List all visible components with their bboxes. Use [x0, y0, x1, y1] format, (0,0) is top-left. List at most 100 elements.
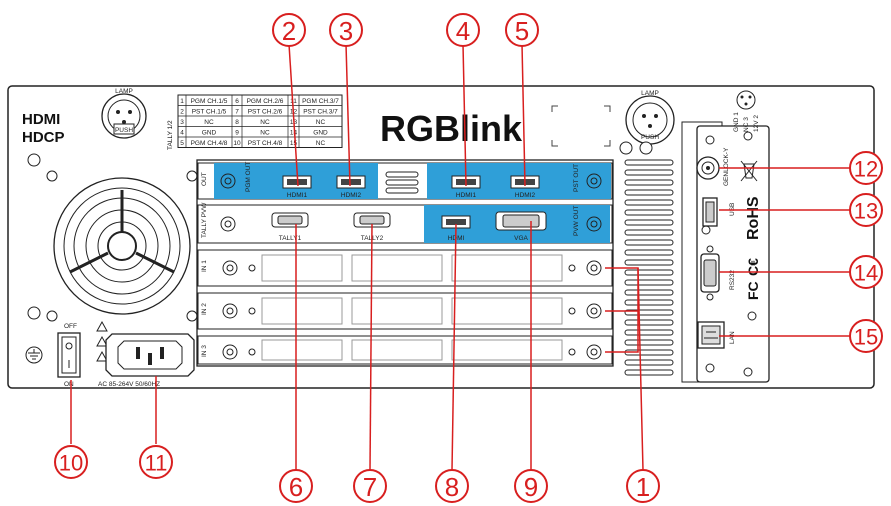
tally-table-cell: NC	[260, 129, 270, 136]
usb-port[interactable]	[702, 197, 718, 227]
callout-circle	[353, 469, 387, 503]
tally-table-cell: 5	[180, 140, 184, 147]
rs232-port[interactable]	[700, 245, 720, 301]
callout-circle	[849, 193, 883, 227]
pgm-out-label: PGM OUT	[245, 162, 252, 192]
vent-slots	[385, 171, 419, 194]
hdcp-logo: HDCP	[22, 129, 65, 146]
callout-number: 6	[289, 472, 303, 502]
preview-tally-card: TALLY PVW TALLY1 TALLY2 HDMI VGA PVW OUT	[197, 202, 613, 244]
tally-table-cell: 1	[180, 98, 184, 105]
rs232-label: RS232	[729, 270, 736, 290]
tally-table-cell: PGM CH.4/8	[191, 140, 228, 147]
tally-table-cell: PST CH.2/6	[248, 108, 283, 115]
leader-lines	[70, 43, 850, 471]
in1-label: IN 1	[201, 260, 208, 272]
callout-circle	[435, 469, 469, 503]
vent-slot	[624, 279, 674, 286]
power-section: OFF ON AC 85-264V 50/60HZ	[25, 320, 195, 388]
callout-number: 1	[636, 472, 650, 502]
in2-label: IN 2	[201, 303, 208, 315]
vent-slot	[624, 329, 674, 336]
tally-table-cell: 11	[290, 98, 297, 105]
callout-number: 10	[59, 451, 83, 476]
input-card-3: IN 3	[197, 335, 613, 365]
callout-number: 8	[445, 472, 459, 502]
vent-slot	[624, 339, 674, 346]
vent-slot	[624, 239, 674, 246]
tally-table-cell: NC	[316, 119, 326, 126]
callout-number: 5	[515, 16, 529, 46]
vent-grille	[624, 159, 674, 376]
pin-label-3: 12V 2	[753, 115, 760, 132]
out-side-label: OUT	[201, 172, 208, 186]
push-right-label: PUSH	[641, 134, 659, 141]
tally-table-cell: 3	[180, 119, 184, 126]
vent-slot	[624, 369, 674, 376]
tally-label: TALLY 1/2	[167, 120, 174, 150]
rgblink-logo: RGBlink	[380, 108, 523, 149]
callout-number: 3	[339, 16, 353, 46]
power-switch[interactable]	[57, 332, 81, 378]
callout-circle	[272, 13, 306, 47]
callout-number: 7	[363, 472, 377, 502]
vent-slot	[624, 179, 674, 186]
callout-circle	[849, 255, 883, 289]
tally-table-cell: NC	[316, 140, 326, 147]
card-bay	[196, 159, 614, 367]
pvw-vga-port[interactable]	[495, 211, 547, 231]
tally-table-cell: 15	[290, 140, 298, 147]
vent-slot	[624, 219, 674, 226]
pst-out-label: PST OUT	[573, 164, 580, 192]
tally2-db15-port[interactable]	[353, 212, 391, 228]
callout-circle	[505, 13, 539, 47]
vent-slot	[624, 199, 674, 206]
callout-number: 11	[145, 451, 168, 476]
tally-table-cell: 9	[235, 129, 239, 136]
ac-power-inlet[interactable]	[105, 333, 195, 377]
out-port-label-3: HDMI1	[456, 192, 477, 199]
tally-table-cell: NC	[204, 119, 214, 126]
pin-label-1: GND 1	[733, 112, 740, 132]
power-pin-diagram: GND 1 NC 3 12V 2	[733, 90, 760, 132]
tally-table-cell: PGM CH.2/6	[247, 98, 284, 105]
tally-table-cell: PGM CH.3/7	[302, 98, 339, 105]
callout-number: 13	[854, 199, 878, 224]
vent-slot	[624, 169, 674, 176]
pvw-out-label: PVW OUT	[573, 206, 580, 236]
hdmi-port[interactable]	[336, 175, 366, 189]
out-port-label-4: HDMI2	[515, 192, 536, 199]
fcc-mark: FC	[745, 281, 761, 300]
callout-number: 4	[456, 16, 470, 46]
vent-slot	[624, 159, 674, 166]
lan-port[interactable]	[697, 321, 725, 349]
pvw-vga-label: VGA	[514, 235, 528, 242]
tally1-db15-port[interactable]	[271, 212, 309, 228]
tally-table-cell: 7	[235, 108, 239, 115]
input-card-2: IN 2	[197, 292, 613, 330]
genlock-bnc-port[interactable]	[696, 156, 720, 180]
input-card-1: IN 1	[197, 249, 613, 287]
callout-circle	[446, 13, 480, 47]
tally-table-cell: PGM CH.1/5	[191, 98, 228, 105]
vent-slot	[624, 189, 674, 196]
tally-table-cell: GND	[313, 129, 328, 136]
tally-table-cell: PST CH.4/8	[248, 140, 283, 147]
blank-label-area	[551, 105, 611, 147]
rohs-mark: RoHS	[745, 196, 762, 240]
vent-slot	[624, 359, 674, 366]
power-on-label: ON	[64, 381, 74, 388]
vent-slot	[624, 309, 674, 316]
lamp-right-label: LAMP	[641, 90, 659, 97]
vent-slot	[624, 209, 674, 216]
vent-slot	[624, 229, 674, 236]
tally-table-cell: 10	[233, 140, 241, 147]
callout-circle	[626, 469, 660, 503]
push-left-label: PUSH	[115, 127, 133, 134]
callout-number: 12	[854, 157, 878, 182]
in3-label: IN 3	[201, 345, 208, 357]
right-io-panel: GND 1 NC 3 12V 2 GENLOCK-Y USB RoHS C€ F…	[681, 90, 770, 383]
